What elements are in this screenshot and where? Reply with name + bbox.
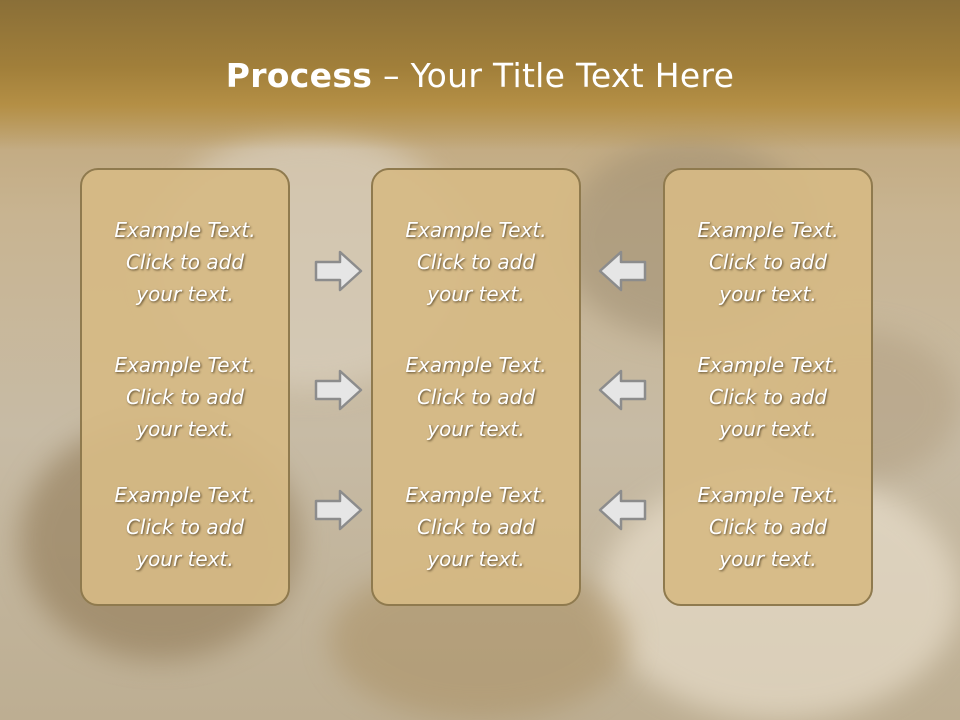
text-line: Example Text. bbox=[114, 483, 256, 507]
text-line: your text. bbox=[719, 547, 817, 571]
text-line: your text. bbox=[427, 417, 525, 441]
text-line: Example Text. bbox=[697, 353, 839, 377]
text-line: Example Text. bbox=[114, 353, 256, 377]
text-block[interactable]: Example Text. Click to add your text. bbox=[665, 214, 871, 310]
text-block[interactable]: Example Text. Click to add your text. bbox=[373, 349, 579, 445]
text-block[interactable]: Example Text. Click to add your text. bbox=[82, 479, 288, 575]
process-box-right[interactable]: Example Text. Click to add your text. Ex… bbox=[663, 168, 873, 606]
process-box-left[interactable]: Example Text. Click to add your text. Ex… bbox=[80, 168, 290, 606]
process-box-center[interactable]: Example Text. Click to add your text. Ex… bbox=[371, 168, 581, 606]
text-line: your text. bbox=[136, 547, 234, 571]
left-arrow-icon bbox=[598, 250, 647, 292]
text-line: Click to add bbox=[708, 515, 828, 539]
text-line: Example Text. bbox=[405, 483, 547, 507]
text-line: Click to add bbox=[416, 385, 536, 409]
text-line: your text. bbox=[719, 282, 817, 306]
text-line: Click to add bbox=[416, 515, 536, 539]
title-banner bbox=[0, 0, 960, 150]
right-arrow-icon bbox=[314, 369, 363, 411]
text-line: Example Text. bbox=[114, 218, 256, 242]
slide-title[interactable]: Process – Your Title Text Here bbox=[0, 56, 960, 95]
left-arrow-icon bbox=[598, 369, 647, 411]
text-block[interactable]: Example Text. Click to add your text. bbox=[373, 479, 579, 575]
text-line: Click to add bbox=[416, 250, 536, 274]
left-arrow-icon bbox=[598, 489, 647, 531]
text-line: Click to add bbox=[708, 250, 828, 274]
text-line: Example Text. bbox=[697, 218, 839, 242]
text-line: your text. bbox=[427, 547, 525, 571]
text-line: Example Text. bbox=[405, 218, 547, 242]
text-line: your text. bbox=[136, 417, 234, 441]
text-line: your text. bbox=[427, 282, 525, 306]
text-line: Example Text. bbox=[697, 483, 839, 507]
text-block[interactable]: Example Text. Click to add your text. bbox=[82, 349, 288, 445]
title-rest: – Your Title Text Here bbox=[372, 56, 735, 95]
right-arrow-icon bbox=[314, 489, 363, 531]
text-block[interactable]: Example Text. Click to add your text. bbox=[82, 214, 288, 310]
text-block[interactable]: Example Text. Click to add your text. bbox=[373, 214, 579, 310]
title-bold: Process bbox=[225, 56, 373, 95]
text-block[interactable]: Example Text. Click to add your text. bbox=[665, 479, 871, 575]
text-block[interactable]: Example Text. Click to add your text. bbox=[665, 349, 871, 445]
text-line: Click to add bbox=[125, 250, 245, 274]
right-arrow-icon bbox=[314, 250, 363, 292]
text-line: Click to add bbox=[125, 385, 245, 409]
text-line: Click to add bbox=[125, 515, 245, 539]
text-line: your text. bbox=[136, 282, 234, 306]
text-line: your text. bbox=[719, 417, 817, 441]
text-line: Click to add bbox=[708, 385, 828, 409]
text-line: Example Text. bbox=[405, 353, 547, 377]
